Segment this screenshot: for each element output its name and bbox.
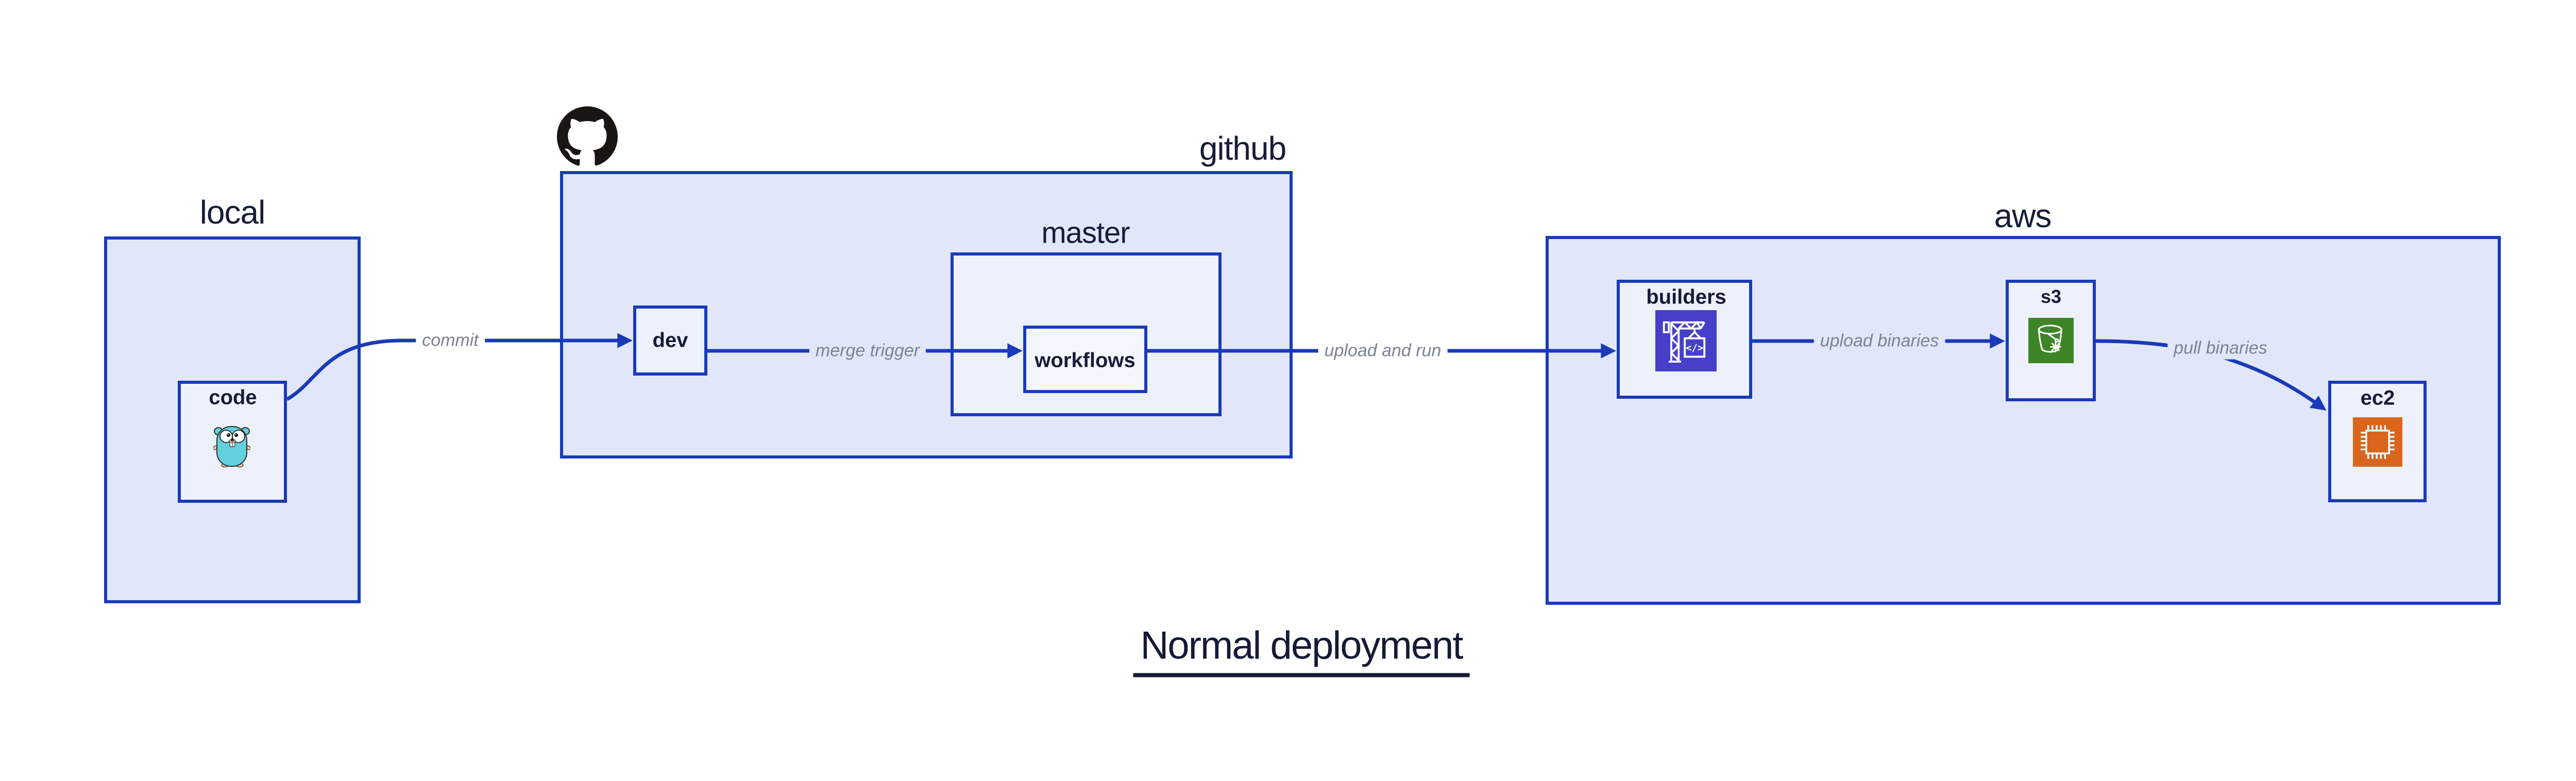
codebuild-code-glyph: </>: [1686, 343, 1703, 354]
node-s3-label: s3: [2040, 286, 2062, 307]
edge-label-upload-and-run: upload and run: [1318, 339, 1448, 362]
container-aws-label: aws: [1994, 197, 2052, 234]
node-workflows-box: [1023, 326, 1147, 393]
container-local-label: local: [199, 194, 266, 231]
ec2-chip-icon: [2353, 417, 2402, 467]
edge-label-pull-binaries: pull binaries: [2167, 337, 2274, 360]
github-logo-icon: [557, 106, 618, 166]
edge-label-commit: commit: [416, 329, 485, 352]
edge-label-upload-binaries: upload binaries: [1814, 330, 1945, 352]
node-dev-label: dev: [652, 329, 688, 352]
node-code-label: code: [209, 386, 257, 409]
node-builders-label: builders: [1646, 285, 1726, 309]
go-gopher-icon: [213, 426, 250, 467]
container-github-label: github: [1199, 130, 1286, 167]
container-master-label: master: [1041, 216, 1130, 250]
edge-label-merge-trigger: merge trigger: [809, 339, 926, 362]
node-dev-box: [633, 305, 707, 376]
codebuild-icon: </>: [1655, 310, 1717, 371]
node-workflows-label: workflows: [1035, 349, 1136, 372]
node-ec2-label: ec2: [2360, 386, 2395, 410]
node-builders-box: [1617, 280, 1752, 399]
s3-bucket-icon: [2028, 318, 2074, 363]
diagram-title: Normal deployment: [1133, 623, 1470, 677]
edge-commit-line: [286, 333, 633, 401]
